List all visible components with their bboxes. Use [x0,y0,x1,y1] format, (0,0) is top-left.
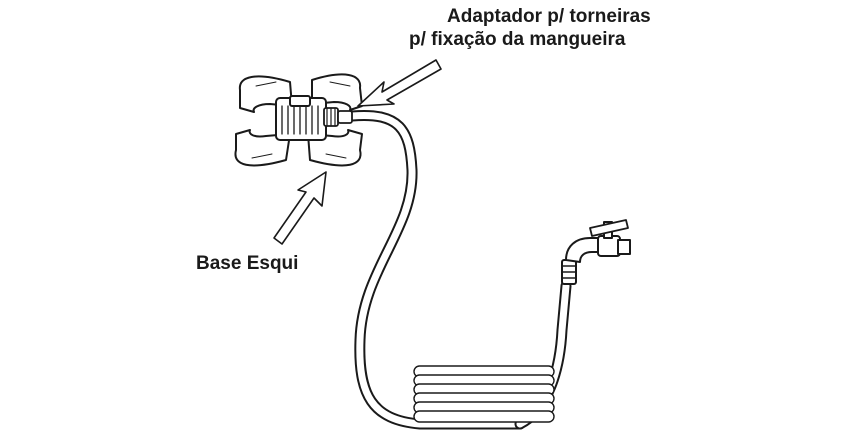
hose-adapter-icon [323,107,353,127]
arrow-icon [273,171,327,245]
faucet-icon [561,219,631,285]
base-label: Base Esqui [196,253,299,274]
hose-coil-icon [413,365,555,423]
ski-base-icon [234,73,363,167]
arrow-icon [357,59,442,107]
adapter-label-line-2: p/ fixação da mangueira [409,29,626,50]
adapter-label-line-1: Adaptador p/ torneiras [447,6,651,27]
